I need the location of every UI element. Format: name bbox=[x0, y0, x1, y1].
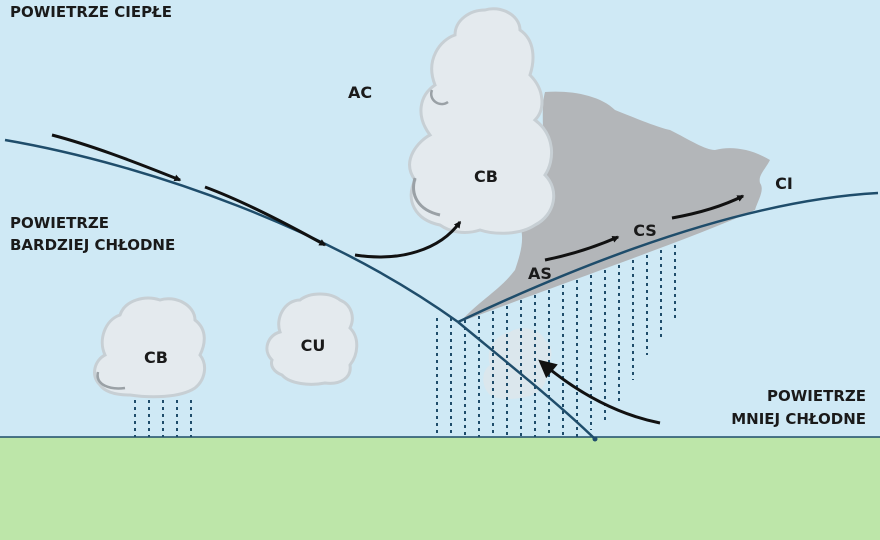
label-cs: CS bbox=[633, 221, 657, 240]
occluded-front-surface bbox=[457, 321, 596, 440]
label-colder-air-line2: BARDZIEJ CHŁODNE bbox=[10, 236, 175, 254]
airflow-arrow-1 bbox=[51, 133, 182, 182]
rain-small-cb bbox=[134, 400, 192, 437]
label-warm-air: POWIETRZE CIEPŁE bbox=[10, 3, 172, 21]
airflow-arrow-2 bbox=[204, 185, 327, 247]
airflow-arrow-6 bbox=[538, 359, 661, 425]
label-colder-air-line1: POWIETRZE bbox=[10, 214, 109, 232]
cumulus-cloud bbox=[265, 292, 359, 386]
airflow-arrow-5 bbox=[671, 194, 745, 220]
airflow-arrow-4 bbox=[544, 235, 620, 262]
label-as: AS bbox=[528, 264, 552, 283]
cumulonimbus-small bbox=[93, 296, 207, 399]
front-ground-point bbox=[592, 436, 598, 442]
cumulonimbus-main bbox=[408, 7, 556, 235]
ground bbox=[0, 437, 880, 540]
label-cb-small: CB bbox=[144, 348, 168, 367]
warm-front-surface bbox=[457, 191, 879, 324]
label-less-cold-air-line2: MNIEJ CHŁODNE bbox=[731, 410, 866, 428]
label-cb-main: CB bbox=[474, 167, 498, 186]
label-ci: CI bbox=[775, 174, 793, 193]
label-cu: CU bbox=[301, 336, 326, 355]
cold-front-surface bbox=[4, 138, 459, 324]
airflow-arrow-3 bbox=[354, 220, 462, 259]
label-ac: AC bbox=[348, 83, 372, 102]
label-less-cold-air-line1: POWIETRZE bbox=[767, 387, 866, 405]
frontal-precipitation bbox=[436, 245, 676, 437]
anvil-cloud-as-cs-ci bbox=[460, 91, 770, 322]
